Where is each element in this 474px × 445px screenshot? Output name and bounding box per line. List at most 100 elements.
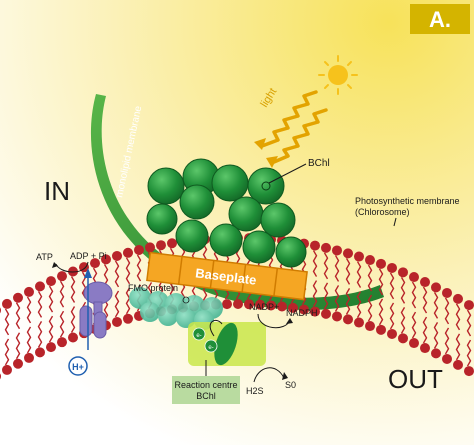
lipid-head — [442, 287, 452, 298]
svg-text:e-: e- — [196, 333, 201, 339]
bchl-sphere — [146, 203, 178, 235]
proton-icon: H+ — [68, 356, 88, 376]
baseplate-label: Baseplate — [195, 265, 258, 287]
bchl-sphere — [147, 167, 185, 205]
photosynthetic-membrane-label: Photosynthetic membrane — [355, 196, 460, 206]
lipid-head — [420, 343, 430, 354]
atp-arrow — [55, 261, 89, 273]
bchl-sphere — [179, 184, 215, 220]
lipid-tail — [334, 255, 340, 282]
lipid-tail — [323, 252, 329, 280]
baseplate: Baseplate — [146, 251, 308, 301]
lipid-head — [222, 299, 232, 310]
lipid-head — [255, 299, 265, 310]
lipid-head — [365, 255, 375, 266]
inside-label: IN — [44, 176, 70, 206]
lipid-tail — [433, 322, 439, 349]
lipid-tail — [345, 258, 351, 285]
lipid-tail — [422, 286, 428, 314]
lipid-tail — [4, 338, 10, 366]
lipid-head — [123, 313, 133, 324]
lipid-tail — [4, 308, 10, 336]
adp-pi-label: ADP + Pi — [70, 251, 107, 261]
reaction-centre-label: Reaction centre — [174, 380, 237, 390]
lipid-tail — [114, 290, 120, 318]
lipid-tail — [378, 268, 384, 296]
lipid-tail — [15, 302, 21, 330]
lipid-tail — [433, 292, 439, 319]
lipid-head — [167, 238, 177, 249]
light-arrowhead-2 — [266, 156, 278, 168]
lipid-head — [332, 311, 342, 322]
lipid-head — [343, 248, 353, 259]
lipid-tail — [26, 326, 32, 354]
lipid-tail — [334, 285, 340, 312]
lipid-head — [464, 366, 474, 377]
lipid-tail — [367, 294, 373, 322]
panel-label: A. — [410, 4, 470, 34]
lipid-head — [431, 348, 441, 359]
sun-icon — [318, 55, 358, 95]
lipid-head — [46, 276, 56, 287]
proton-label: H+ — [72, 362, 84, 372]
lipid-head — [0, 307, 1, 314]
lipid-head — [321, 242, 331, 253]
lipid-head — [299, 304, 309, 315]
lipid-tail — [312, 280, 318, 307]
lipid-head — [409, 272, 419, 283]
lipid-head — [288, 302, 298, 313]
lipid-head — [266, 300, 276, 311]
lipid-head — [112, 316, 122, 327]
lipid-head — [420, 277, 430, 288]
sulfide-arrowhead — [282, 372, 288, 380]
photosynthetic-membrane-pointer — [393, 217, 397, 227]
lipid-head — [13, 292, 23, 303]
lipid-head — [310, 306, 320, 317]
lipid-tail — [59, 280, 65, 308]
lipid-head — [68, 332, 78, 343]
lipid-head — [354, 317, 364, 328]
nadph-label: NADPH — [286, 308, 318, 318]
lipid-tail — [378, 298, 384, 326]
s0-label: S0 — [285, 380, 296, 390]
h2s-label: H2S — [246, 386, 264, 396]
lipid-tail — [48, 315, 54, 343]
lipid-tail — [70, 276, 76, 303]
lipid-head — [332, 245, 342, 256]
reaction-centre-label-box: Reaction centre BChl — [172, 376, 240, 404]
lipid-tail — [48, 285, 54, 313]
lipid-head — [35, 281, 45, 292]
lipid-head — [46, 342, 56, 353]
fmo-protein-label: FMO protein — [128, 283, 178, 293]
electron-icon — [204, 339, 218, 353]
lipid-tail — [400, 276, 406, 304]
lipid-head — [321, 308, 331, 319]
nadp-arrowhead — [286, 318, 293, 324]
lipid-head — [442, 353, 452, 364]
svg-text:e-: e- — [208, 345, 213, 351]
lipid-head — [233, 299, 243, 310]
lipid-head — [387, 328, 397, 339]
lipid-head — [365, 321, 375, 332]
lipid-head — [376, 324, 386, 335]
lipid-tail — [411, 311, 417, 339]
lipid-head — [90, 258, 100, 269]
lipid-head — [398, 333, 408, 344]
lipid-head — [310, 240, 320, 251]
lipid-head — [354, 251, 364, 262]
lipid-tail — [70, 306, 76, 333]
lipid-tail — [37, 321, 43, 348]
lipid-head — [101, 254, 111, 265]
chlorosome-label: (Chlorosome) — [355, 207, 410, 217]
lipid-tail — [389, 272, 395, 300]
lipid-tail — [59, 310, 65, 338]
lipid-head — [13, 358, 23, 369]
reaction-centre: e- e- — [188, 320, 266, 366]
lipid-tail — [455, 303, 461, 331]
lipid-tail — [37, 291, 43, 318]
lipid-tail — [466, 309, 472, 337]
lipid-head — [2, 298, 12, 309]
outside-label: OUT — [388, 364, 443, 394]
bchl-sphere — [209, 223, 243, 257]
